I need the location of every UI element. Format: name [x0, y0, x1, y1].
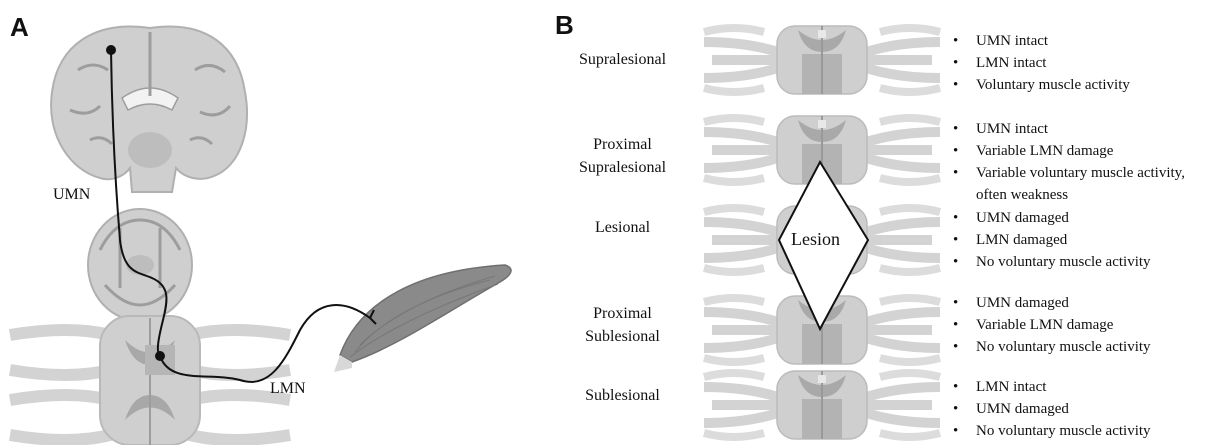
brainstem-section — [88, 209, 192, 321]
lesion-label: Lesion — [791, 229, 840, 250]
level-name-proximal-supralesional: Proximal Supralesional — [555, 133, 690, 179]
list-item: No voluntary muscle activity — [950, 251, 1151, 273]
cord-segment-proximal-supralesional — [704, 116, 940, 184]
list-item: UMN damaged — [950, 398, 1151, 420]
cord-segment-supralesional — [704, 26, 940, 94]
list-item: LMN intact — [950, 376, 1151, 398]
bullets-sublesional: LMN intact UMN damaged No voluntary musc… — [950, 376, 1151, 442]
level-name-proximal-sublesional: Proximal Sublesional — [555, 302, 690, 348]
list-item: UMN damaged — [950, 207, 1151, 229]
list-item: UMN intact — [950, 30, 1130, 52]
muscle — [334, 265, 511, 372]
level-name-lesional: Lesional — [555, 216, 690, 239]
bullets-proximal-sublesional: UMN damaged Variable LMN damage No volun… — [950, 292, 1151, 358]
lmn-label: LMN — [270, 380, 306, 398]
spinal-cord-section — [10, 316, 290, 445]
umn-label: UMN — [53, 186, 90, 204]
list-item: Variable LMN damage — [950, 314, 1151, 336]
list-item: LMN intact — [950, 52, 1130, 74]
list-item: No voluntary muscle activity — [950, 420, 1151, 442]
list-item: Variable voluntary muscle activity, ofte… — [950, 162, 1185, 206]
cord-segment-proximal-sublesional — [704, 296, 940, 364]
bullets-proximal-supralesional: UMN intact Variable LMN damage Variable … — [950, 118, 1185, 206]
bullets-supralesional: UMN intact LMN intact Voluntary muscle a… — [950, 30, 1130, 96]
level-name-sublesional: Sublesional — [555, 384, 690, 407]
list-item: Voluntary muscle activity — [950, 74, 1130, 96]
lmn-cell-body — [155, 351, 165, 361]
list-item: UMN intact — [950, 118, 1185, 140]
list-item: Variable LMN damage — [950, 140, 1185, 162]
umn-cell-body — [106, 45, 116, 55]
list-item: LMN damaged — [950, 229, 1151, 251]
brain-coronal — [51, 27, 247, 192]
level-name-supralesional: Supralesional — [555, 48, 690, 71]
list-item: UMN damaged — [950, 292, 1151, 314]
panel-a-illustration — [0, 0, 620, 445]
list-item: No voluntary muscle activity — [950, 336, 1151, 358]
bullets-lesional: UMN damaged LMN damaged No voluntary mus… — [950, 207, 1151, 273]
panel-b-letter: B — [555, 10, 574, 41]
cord-segment-sublesional — [704, 371, 940, 439]
